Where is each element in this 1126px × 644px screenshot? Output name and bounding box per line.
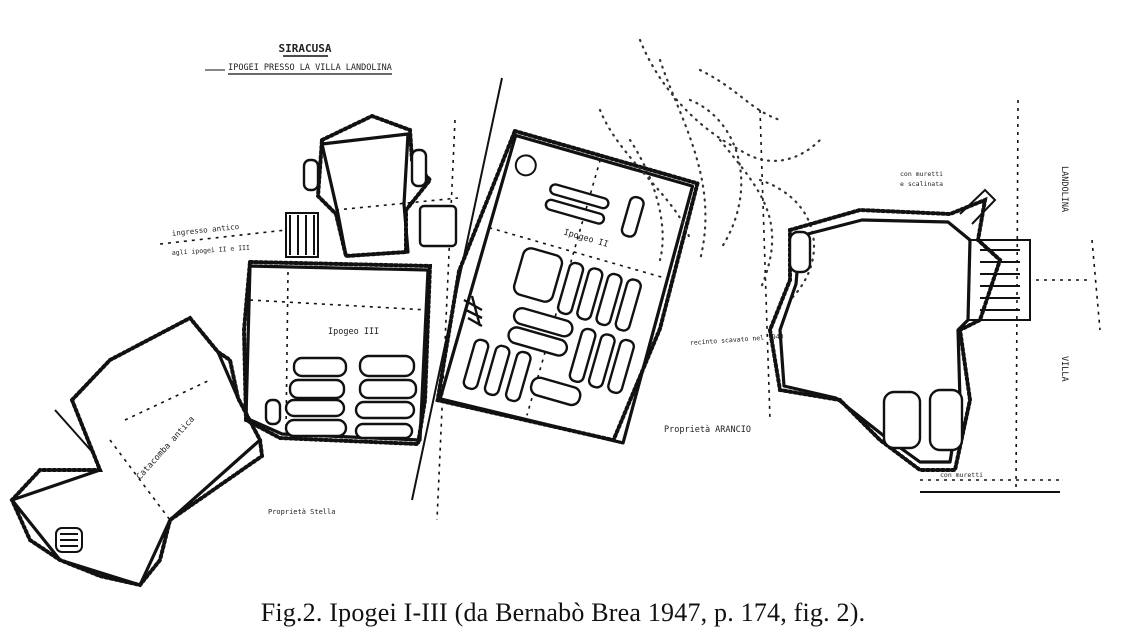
small-note-2: e scalinata	[900, 180, 943, 188]
ingresso-label: ingresso antico	[171, 222, 240, 238]
plan-title: SIRACUSA	[279, 42, 332, 55]
catacomba-chamber: Catacomba antica	[9, 315, 265, 588]
villa-label-bottom: VILLA	[1059, 356, 1069, 382]
ipogeo-III-label: Ipogeo III	[328, 327, 379, 337]
recinto-label: recinto scavato nel 1940	[690, 332, 784, 347]
rock-field	[598, 38, 822, 302]
site-plan-drawing: SIRACUSA IPOGEI PRESSO LA VILLA LANDOLIN…	[9, 38, 1101, 588]
vestibule	[285, 113, 459, 259]
villa-complex: con muretti con muretti e scalinata	[767, 170, 1101, 493]
proprieta-stella-label: Proprietà Stella	[268, 508, 335, 516]
proprieta-arancio-label: Proprietà ARANCIO	[664, 425, 751, 435]
villa-label-top: LANDOLINA	[1059, 166, 1069, 212]
ipogeo-III-block: Ipogeo III	[241, 259, 433, 447]
catacomba-label: Catacomba antica	[135, 414, 197, 482]
ingresso-sub-label: agli ipogei II e III	[172, 244, 251, 257]
small-note-1: con muretti	[940, 471, 983, 479]
plan-subtitle: IPOGEI PRESSO LA VILLA LANDOLINA	[228, 63, 392, 73]
small-note-top: con muretti	[900, 170, 943, 178]
figure-caption: Fig.2. Ipogei I-III (da Bernabò Brea 194…	[260, 598, 866, 627]
ipogeo-II-label: Ipogeo II	[562, 228, 609, 250]
ipogeo-II-block: Ipogeo II	[435, 128, 700, 445]
